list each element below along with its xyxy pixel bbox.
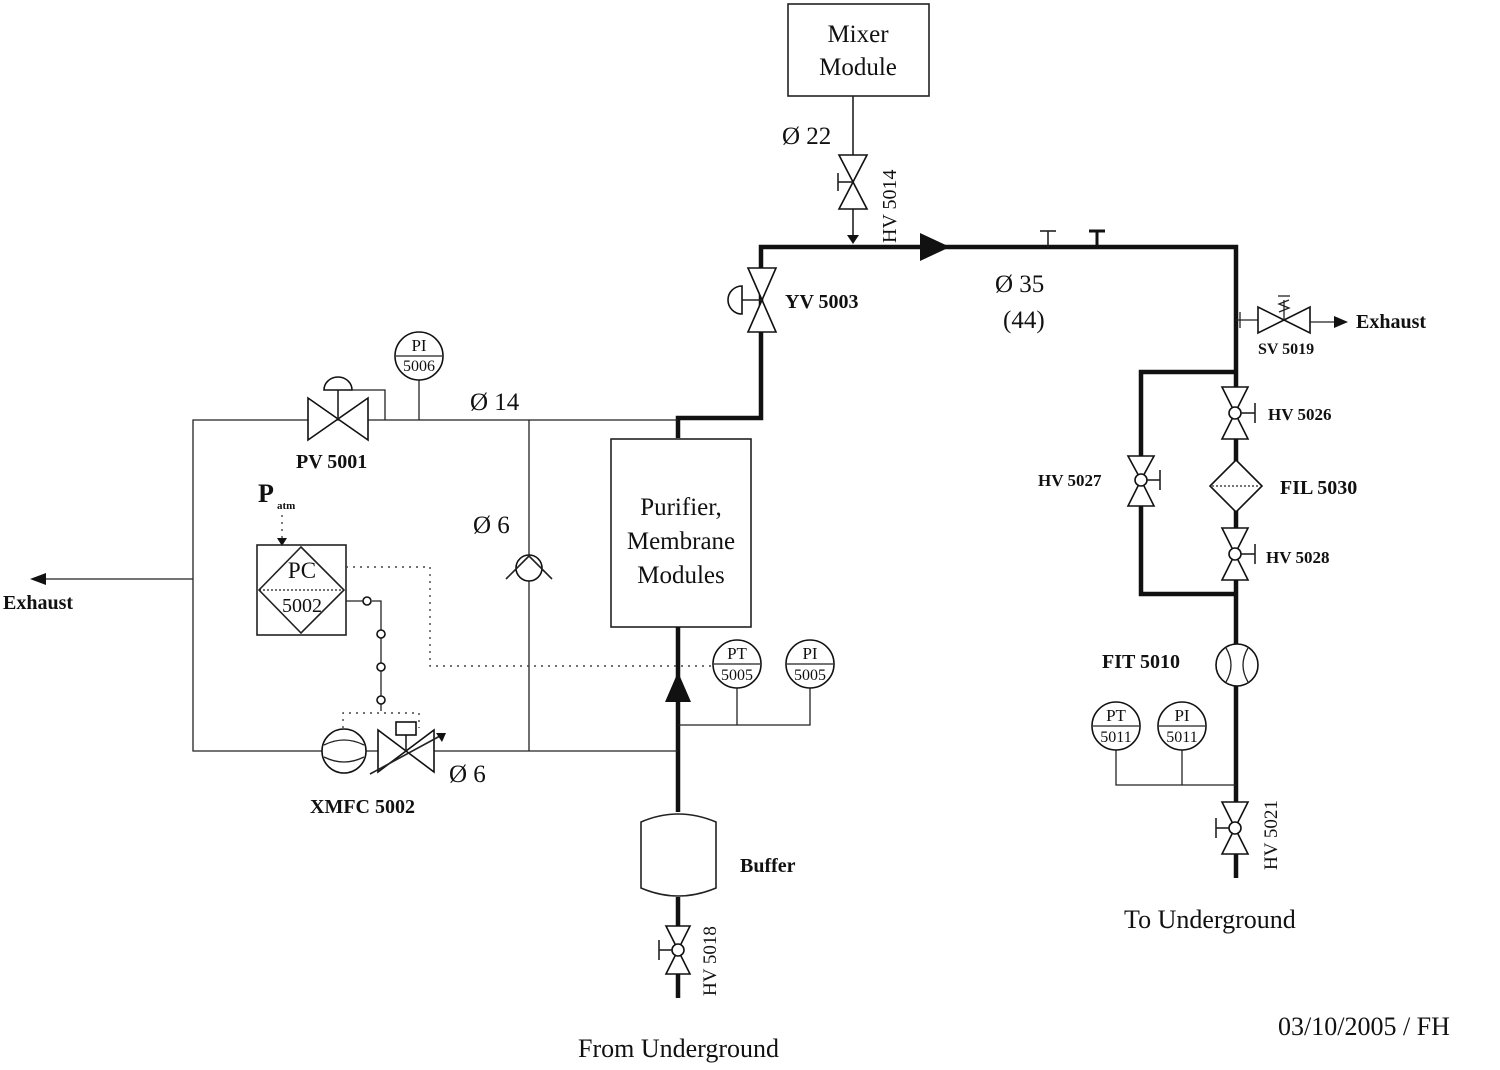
svg-text:PI: PI — [411, 336, 426, 355]
valve-pv5001[interactable] — [307, 376, 386, 442]
exhaust-left-label: Exhaust — [3, 592, 73, 614]
pipe-diameter-6-upper: Ø 6 — [473, 512, 510, 539]
purifier-label-line1: Purifier, — [640, 494, 722, 521]
pressure-controller-pc5002: PC 5002 — [256, 544, 347, 636]
mixer-module: Mixer Module — [787, 3, 930, 97]
valve-yv5003[interactable] — [727, 267, 778, 333]
valve-label-sv5019: SV 5019 — [1258, 341, 1314, 358]
svg-text:5005: 5005 — [794, 667, 826, 684]
from-underground-label: From Underground — [578, 1034, 779, 1063]
filter-fil5030[interactable] — [1208, 458, 1264, 514]
to-underground-label: To Underground — [1124, 905, 1296, 934]
flow-arrow-icon — [847, 235, 859, 244]
patm-subscript: atm — [277, 500, 295, 512]
flow-meter-label: FIT 5010 — [1102, 651, 1180, 673]
buffer-vessel — [640, 813, 717, 897]
pipe-diameter-44: (44) — [1003, 307, 1045, 334]
pressure-transmitter-pt5005: PT 5005 — [712, 639, 762, 689]
valve-label-yv5003: YV 5003 — [785, 291, 859, 313]
exhaust-arrow-icon — [1334, 316, 1348, 328]
exhaust-right-label: Exhaust — [1356, 311, 1426, 333]
valve-hv5018[interactable] — [658, 925, 692, 975]
pressure-indicator-pi5011: PI 5011 — [1157, 701, 1207, 751]
pipe-diameter-22: Ø 22 — [782, 123, 831, 150]
actuator-icon — [323, 376, 353, 391]
valve-label-hv5028: HV 5028 — [1266, 548, 1329, 567]
mass-flow-controller-xmfc5002[interactable] — [321, 721, 446, 775]
valve-label-hv5026: HV 5026 — [1268, 405, 1331, 424]
pipe-diameter-6-lower: Ø 6 — [449, 761, 486, 788]
signal-line — [346, 566, 712, 667]
valve-label-pv5001: PV 5001 — [296, 451, 367, 473]
patm-label: P — [258, 479, 274, 508]
valve-label-hv5018: HV 5018 — [700, 926, 721, 996]
valve-hv5021[interactable] — [1215, 801, 1250, 855]
safety-valve-sv5019[interactable] — [1257, 295, 1311, 335]
valve-label-hv5027: HV 5027 — [1038, 471, 1102, 490]
valve-hv5014[interactable] — [837, 154, 869, 210]
flow-indicator-transmitter-fit5010 — [1215, 643, 1259, 687]
valve-hv5026[interactable] — [1220, 386, 1256, 440]
electric-signal-line — [372, 600, 382, 711]
svg-text:PT: PT — [727, 644, 747, 663]
mixer-label-line2: Module — [819, 54, 897, 81]
svg-text:PT: PT — [1106, 706, 1126, 725]
date-author-footer: 03/10/2005 / FH — [1278, 1012, 1450, 1041]
pressure-indicator-pi5006: PI 5006 — [394, 331, 444, 381]
exhaust-arrow-icon — [30, 573, 46, 585]
signal-arrow-icon — [277, 538, 287, 546]
xmfc-label: XMFC 5002 — [310, 796, 415, 818]
svg-text:5002: 5002 — [282, 595, 322, 617]
svg-text:5011: 5011 — [1100, 729, 1131, 746]
pipe-diameter-35: Ø 35 — [995, 271, 1044, 298]
svg-text:PC: PC — [288, 558, 316, 583]
flow-arrow-icon — [920, 233, 950, 261]
valve-hv5027[interactable] — [1126, 455, 1161, 507]
svg-text:5005: 5005 — [721, 667, 753, 684]
valve-label-hv5021: HV 5021 — [1261, 800, 1282, 870]
pressure-indicator-pi5005: PI 5005 — [785, 639, 835, 689]
svg-text:PI: PI — [1174, 706, 1189, 725]
svg-text:5006: 5006 — [403, 358, 435, 375]
purifier-label-line3: Modules — [637, 562, 725, 589]
purifier-membrane-modules: Purifier, Membrane Modules — [610, 438, 752, 628]
check-valve[interactable] — [505, 554, 553, 582]
bypass-loop-pipe — [192, 419, 678, 752]
svg-text:5011: 5011 — [1166, 729, 1197, 746]
flow-arrow-icon — [665, 672, 691, 702]
valve-label-hv5014: HV 5014 — [879, 169, 901, 243]
pipe-diameter-14: Ø 14 — [470, 389, 520, 416]
pressure-transmitter-pt5011: PT 5011 — [1091, 701, 1141, 751]
svg-text:PI: PI — [802, 644, 817, 663]
actuator-icon — [727, 285, 743, 315]
valve-hv5028[interactable] — [1220, 527, 1256, 581]
mixer-label-line1: Mixer — [827, 21, 889, 48]
purifier-label-line2: Membrane — [627, 528, 735, 555]
filter-label: FIL 5030 — [1280, 477, 1357, 499]
buffer-label: Buffer — [740, 855, 796, 877]
